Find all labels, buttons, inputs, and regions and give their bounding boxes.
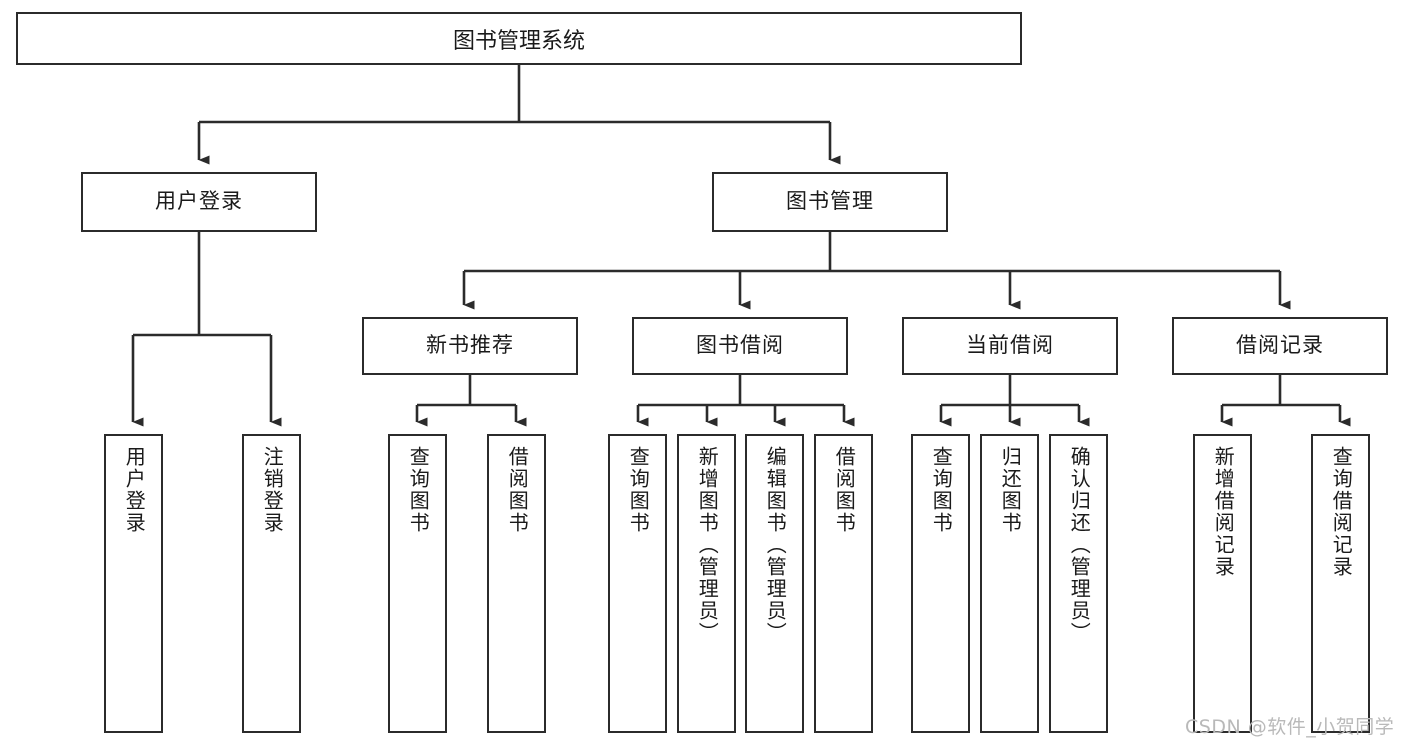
leaf-label: 查询图书 bbox=[626, 446, 651, 534]
node-user-login[interactable]: 用户登录 bbox=[81, 172, 317, 232]
leaf-borrow-query-book[interactable]: 查询图书 bbox=[608, 434, 667, 733]
node-new-book-recommend[interactable]: 新书推荐 bbox=[362, 317, 578, 375]
leaf-label: 查询图书 bbox=[929, 446, 954, 534]
leaf-label: 查询图书 bbox=[406, 446, 431, 534]
leaf-label: 归还图书 bbox=[998, 446, 1023, 534]
leaf-label: 新增图书（管理员） bbox=[695, 446, 720, 644]
leaf-current-return-book[interactable]: 归还图书 bbox=[980, 434, 1039, 733]
node-book-management[interactable]: 图书管理 bbox=[712, 172, 948, 232]
node-borrow-records[interactable]: 借阅记录 bbox=[1172, 317, 1388, 375]
leaf-borrow-edit-book-admin[interactable]: 编辑图书（管理员） bbox=[745, 434, 804, 733]
leaf-new-book-borrow[interactable]: 借阅图书 bbox=[487, 434, 546, 733]
leaf-records-add-record[interactable]: 新增借阅记录 bbox=[1193, 434, 1252, 733]
leaf-current-query-book[interactable]: 查询图书 bbox=[911, 434, 970, 733]
leaf-label: 编辑图书（管理员） bbox=[763, 446, 788, 644]
node-current-borrow[interactable]: 当前借阅 bbox=[902, 317, 1118, 375]
leaf-user-login-logout[interactable]: 注销登录 bbox=[242, 434, 301, 733]
leaf-user-login-login[interactable]: 用户登录 bbox=[104, 434, 163, 733]
node-root[interactable]: 图书管理系统 bbox=[16, 12, 1022, 65]
watermark: CSDN @软件_小贺同学 bbox=[1185, 716, 1395, 738]
leaf-records-query-record[interactable]: 查询借阅记录 bbox=[1311, 434, 1370, 733]
leaf-label: 确认归还（管理员） bbox=[1067, 446, 1092, 644]
leaf-current-confirm-return-admin[interactable]: 确认归还（管理员） bbox=[1049, 434, 1108, 733]
leaf-label: 借阅图书 bbox=[505, 446, 530, 534]
leaf-label: 新增借阅记录 bbox=[1211, 446, 1236, 578]
leaf-new-book-query[interactable]: 查询图书 bbox=[388, 434, 447, 733]
leaf-borrow-borrow-book[interactable]: 借阅图书 bbox=[814, 434, 873, 733]
leaf-label: 借阅图书 bbox=[832, 446, 857, 534]
leaf-label: 用户登录 bbox=[122, 446, 147, 534]
leaf-label: 注销登录 bbox=[260, 446, 285, 534]
leaf-borrow-add-book-admin[interactable]: 新增图书（管理员） bbox=[677, 434, 736, 733]
node-book-borrow[interactable]: 图书借阅 bbox=[632, 317, 848, 375]
leaf-label: 查询借阅记录 bbox=[1329, 446, 1354, 578]
